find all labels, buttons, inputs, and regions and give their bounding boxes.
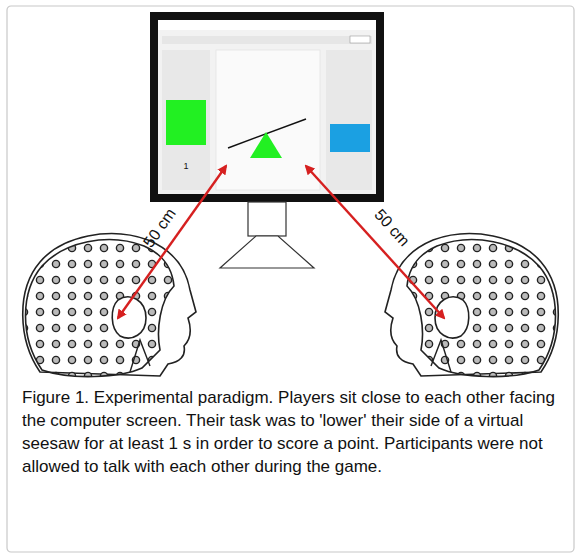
distance-arrow [306,166,444,318]
left-head-eeg-cap [23,234,196,377]
distance-label: 50 cm [140,205,180,251]
score-number: 1 [183,161,188,171]
distance-arrow [118,166,226,318]
figure-frame [7,6,574,552]
monitor [150,12,384,268]
right-head-eeg-cap [385,234,558,377]
figure-caption: Figure 1. Experimental paradigm. Players… [22,386,558,478]
